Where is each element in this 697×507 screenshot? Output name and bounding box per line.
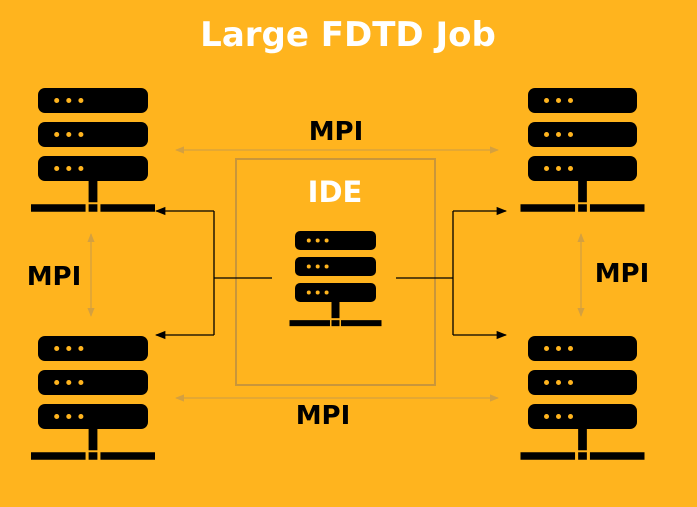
server-unit	[38, 88, 148, 113]
server-led	[568, 346, 574, 351]
server-led	[54, 132, 60, 137]
server-base	[520, 204, 576, 212]
mpi-label-left: MPI	[27, 262, 82, 292]
server-unit	[528, 122, 637, 147]
server-led	[315, 264, 320, 269]
mpi-label-top: MPI	[309, 117, 364, 147]
server-base	[88, 204, 98, 212]
server-led	[568, 98, 574, 103]
server-unit	[528, 370, 637, 395]
server-unit	[295, 257, 376, 276]
server-led	[54, 166, 60, 171]
server-led	[78, 346, 84, 351]
server-led	[66, 414, 72, 419]
server-led	[66, 346, 72, 351]
server-led	[324, 264, 329, 269]
server-led	[544, 346, 550, 351]
diagram-title: Large FDTD Job	[200, 15, 496, 55]
ide-label: IDE	[308, 175, 363, 209]
server-unit	[38, 122, 148, 147]
server-stem	[578, 429, 587, 451]
server-led	[306, 238, 311, 243]
server-led	[54, 98, 60, 103]
server-node-top-right	[520, 88, 645, 212]
server-node-ide	[289, 231, 382, 327]
server-led	[568, 380, 574, 385]
server-led	[544, 414, 550, 419]
server-stem	[88, 429, 98, 451]
mpi-label-right: MPI	[595, 259, 650, 289]
server-led	[568, 132, 574, 137]
server-led	[556, 380, 562, 385]
server-led	[78, 166, 84, 171]
server-led	[66, 380, 72, 385]
server-base	[31, 452, 86, 460]
server-led	[568, 414, 574, 419]
server-unit	[528, 404, 637, 429]
server-base	[341, 320, 382, 327]
server-led	[54, 414, 60, 419]
server-base	[31, 204, 86, 212]
ide-connectors	[154, 206, 508, 340]
server-node-top-left	[31, 88, 155, 212]
server-unit	[528, 336, 637, 361]
server-unit	[38, 404, 148, 429]
server-led	[66, 98, 72, 103]
server-led	[556, 98, 562, 103]
server-led	[306, 290, 311, 295]
server-base	[331, 320, 340, 327]
server-node-bottom-right	[520, 336, 645, 460]
server-led	[556, 132, 562, 137]
server-led	[544, 98, 550, 103]
server-base	[578, 204, 587, 212]
server-base	[88, 452, 98, 460]
server-led	[324, 238, 329, 243]
server-stem	[578, 181, 587, 203]
server-nodes	[31, 88, 645, 460]
ide-box	[235, 158, 436, 386]
server-led	[324, 290, 329, 295]
mpi-label-bottom: MPI	[296, 401, 351, 431]
server-base	[100, 452, 155, 460]
server-led	[78, 414, 84, 419]
server-stem	[331, 302, 340, 319]
server-base	[589, 204, 645, 212]
server-led	[78, 380, 84, 385]
server-unit	[528, 88, 637, 113]
server-led	[66, 132, 72, 137]
server-base	[100, 204, 155, 212]
server-led	[78, 98, 84, 103]
server-led	[544, 166, 550, 171]
server-led	[568, 166, 574, 171]
server-led	[556, 414, 562, 419]
server-led	[544, 132, 550, 137]
server-led	[315, 238, 320, 243]
mpi-connections	[87, 146, 585, 402]
server-led	[556, 166, 562, 171]
server-unit	[38, 370, 148, 395]
server-led	[306, 264, 311, 269]
server-led	[54, 346, 60, 351]
server-base	[289, 320, 330, 327]
server-unit	[295, 231, 376, 250]
server-node-bottom-left	[31, 336, 155, 460]
server-led	[556, 346, 562, 351]
server-unit	[295, 283, 376, 302]
server-unit	[38, 336, 148, 361]
server-led	[66, 166, 72, 171]
server-led	[78, 132, 84, 137]
server-led	[54, 380, 60, 385]
server-unit	[528, 156, 637, 181]
server-led	[544, 380, 550, 385]
server-base	[589, 452, 645, 460]
server-base	[578, 452, 587, 460]
server-unit	[38, 156, 148, 181]
server-base	[520, 452, 576, 460]
server-stem	[88, 181, 98, 203]
server-led	[315, 290, 320, 295]
